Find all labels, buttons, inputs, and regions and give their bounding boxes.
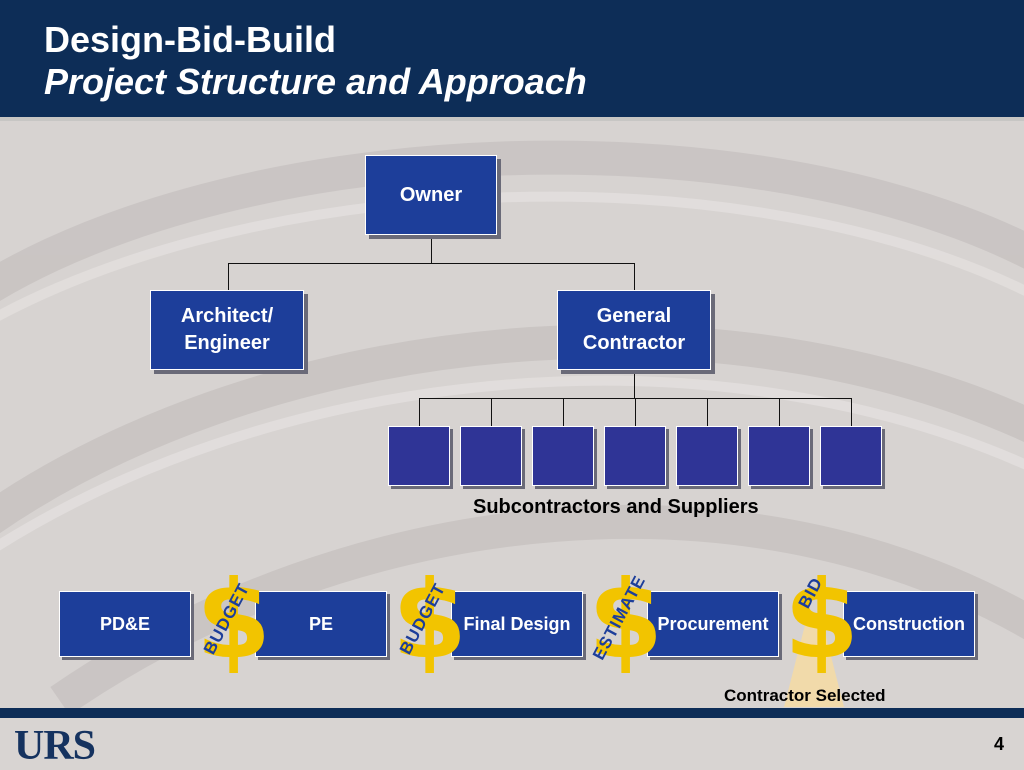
subcontractor-box xyxy=(748,426,810,486)
phase-pe: PE xyxy=(255,591,387,657)
subcontractor-box xyxy=(820,426,882,486)
subcontractor-box xyxy=(604,426,666,486)
footer-bar xyxy=(0,708,1024,718)
connector-sub-2 xyxy=(491,398,492,426)
subcontractor-box xyxy=(388,426,450,486)
connector-sub-5 xyxy=(707,398,708,426)
dollar-icon: $ xyxy=(196,558,272,683)
general-contractor-box: General Contractor xyxy=(557,290,711,370)
background-swirl xyxy=(0,140,1024,708)
budget-gate-1: $ BUDGET xyxy=(196,558,272,683)
budget-gate-2: $ BUDGET xyxy=(392,558,468,683)
page-number: 4 xyxy=(993,734,1004,754)
dollar-icon: $ xyxy=(392,558,468,683)
subcontractor-box xyxy=(532,426,594,486)
connector-sub-6 xyxy=(779,398,780,426)
subcontractor-box xyxy=(676,426,738,486)
subcontractors-caption: Subcontractors and Suppliers xyxy=(473,496,759,518)
bid-gate: $ BID xyxy=(784,558,860,707)
connector-contractor-down xyxy=(634,370,635,398)
header-rule xyxy=(0,117,1024,121)
connector-sub-7 xyxy=(851,398,852,426)
connector-sub-1 xyxy=(419,398,420,426)
owner-box: Owner xyxy=(365,155,497,235)
architect-engineer-box: Architect/ Engineer xyxy=(150,290,304,370)
footer: URS 4 xyxy=(0,718,1024,769)
phase-construction: Construction xyxy=(843,591,975,657)
estimate-gate: $ ESTIMATE xyxy=(588,558,664,683)
slide-header xyxy=(0,0,1024,117)
dollar-icon: $ xyxy=(784,558,860,683)
connector-owner-down xyxy=(431,235,432,263)
diagram-canvas: Owner Architect/ Engineer General Contra… xyxy=(0,121,1024,708)
connector-sub-3 xyxy=(563,398,564,426)
slide-title: Design-Bid-Build xyxy=(44,19,336,60)
spotlight-icon xyxy=(784,621,844,707)
contractor-selected-label: Contractor Selected xyxy=(724,686,886,705)
connector-top-horizontal xyxy=(228,263,635,264)
phase-pde: PD&E xyxy=(59,591,191,657)
subcontractor-box xyxy=(460,426,522,486)
phase-procurement: Procurement xyxy=(647,591,779,657)
phase-final-design: Final Design xyxy=(451,591,583,657)
urs-logo: URS xyxy=(14,723,96,769)
slide-subtitle: Project Structure and Approach xyxy=(44,61,587,102)
connector-to-architect xyxy=(228,263,229,290)
connector-to-contractor xyxy=(634,263,635,290)
dollar-icon: $ xyxy=(588,558,664,683)
connector-sub-4 xyxy=(635,398,636,426)
